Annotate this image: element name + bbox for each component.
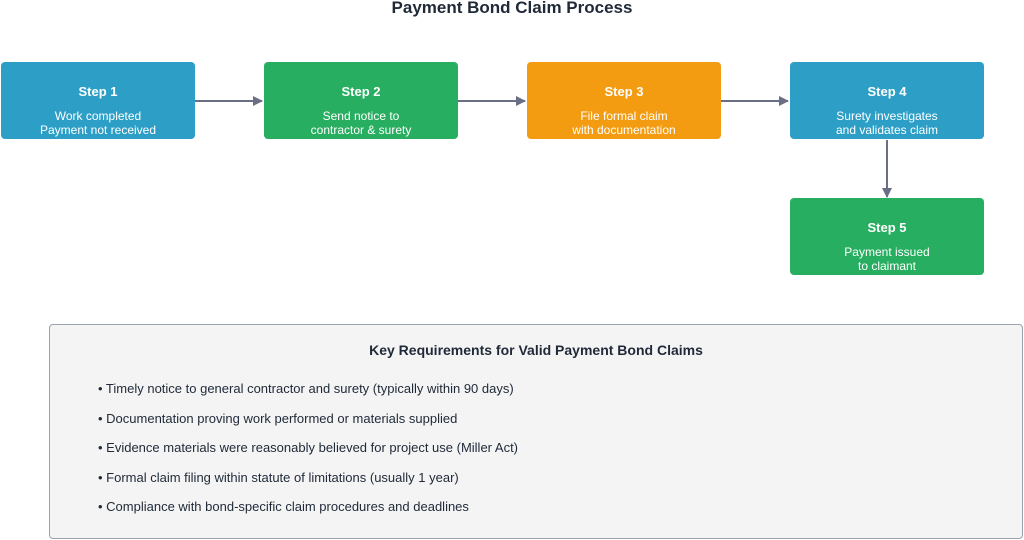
step-1-title: Step 1 [78,84,118,99]
requirement-item: • Timely notice to general contractor an… [98,381,514,396]
step-3-box: Step 3 File formal claim with documentat… [527,62,721,139]
page-title: Payment Bond Claim Process [391,0,633,17]
step-3-line-1: File formal claim [580,109,668,123]
step-3-title: Step 3 [604,84,644,99]
step-5-box: Step 5 Payment issued to claimant [790,198,984,275]
requirement-item: • Evidence materials were reasonably bel… [98,440,519,455]
requirement-item: • Formal claim filing within statute of … [98,469,459,485]
step-4-box: Step 4 Surety investigates and validates… [790,62,984,139]
step-4-line-2: and validates claim [835,123,939,137]
step-3-line-2: with documentation [572,123,676,137]
requirement-item: • Compliance with bond-specific claim pr… [98,499,469,514]
requirement-item: • Documentation proving work performed o… [98,410,458,426]
requirements-list: • Timely notice to general contractor an… [98,381,518,529]
step-5-line-1: Payment issued [844,245,930,259]
step-2-box: Step 2 Send notice to contractor & suret… [264,62,458,139]
step-4-line-1: Surety investigates [836,109,938,123]
step-4-title: Step 4 [867,84,907,99]
step-1-line-2: Payment not received [39,123,157,137]
requirements-panel: Key Requirements for Valid Payment Bond … [49,324,1023,539]
step-1-box: Step 1 Work completed Payment not receiv… [1,62,195,139]
step-1-line-1: Work completed [54,109,142,123]
step-2-title: Step 2 [341,84,381,99]
step-2-line-1: Send notice to [322,109,400,123]
requirements-title: Key Requirements for Valid Payment Bond … [369,342,703,358]
step-2-line-2: contractor & surety [310,123,412,137]
step-5-title: Step 5 [867,220,907,235]
step-5-line-2: to claimant [857,259,917,273]
